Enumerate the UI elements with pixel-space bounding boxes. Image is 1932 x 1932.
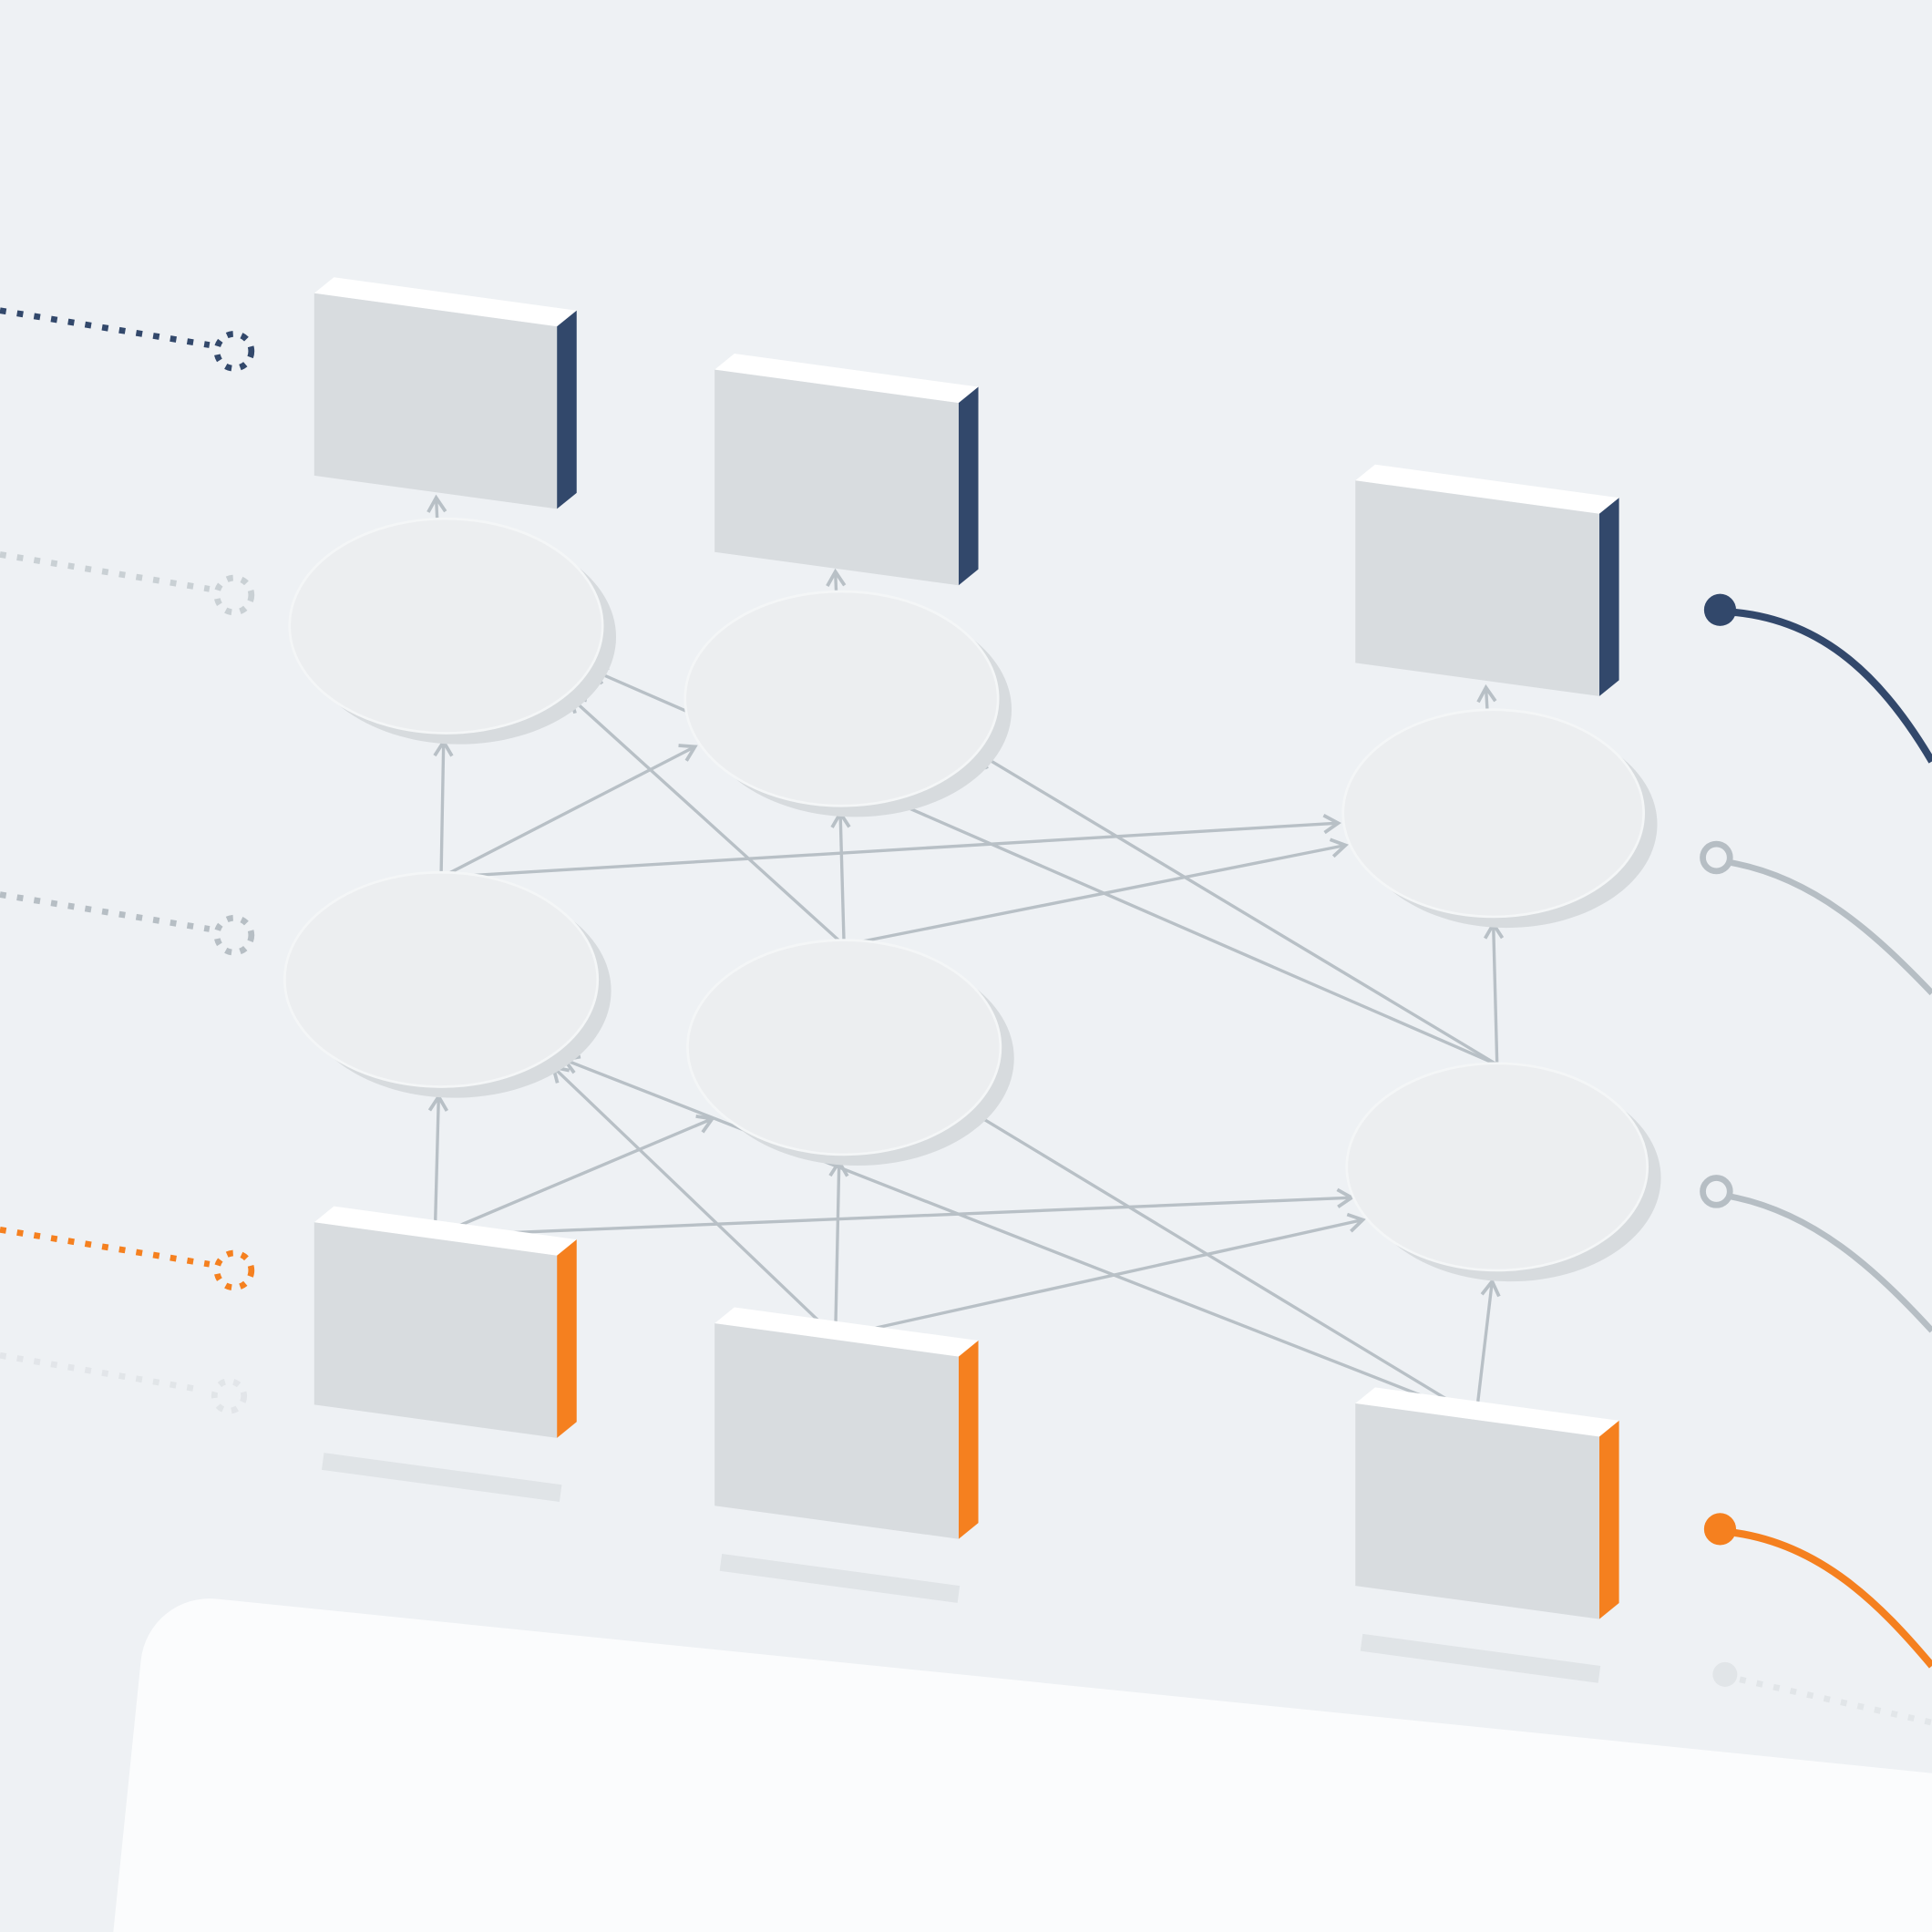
open-circle-icon <box>1700 840 1733 875</box>
connection-arrow <box>435 1187 1355 1238</box>
shadow-bar-2 <box>719 1554 961 1603</box>
dotted-line <box>0 891 211 932</box>
box-top-face <box>714 1307 979 1357</box>
output-box <box>1355 464 1619 696</box>
output-box <box>313 277 577 509</box>
right-callout-navy <box>1703 593 1932 764</box>
box-orange-edge <box>958 1341 979 1539</box>
node-face <box>1341 708 1645 919</box>
filled-dot-icon <box>1703 593 1737 626</box>
box-front-face <box>714 369 959 586</box>
connection-arrow <box>568 694 846 947</box>
hidden-node <box>288 517 617 745</box>
shadow-bar-3 <box>1360 1633 1601 1683</box>
box-navy-edge <box>958 386 979 586</box>
box-top-face <box>313 277 577 327</box>
open-circle-icon <box>1700 1175 1733 1208</box>
box-front-face <box>1355 1403 1599 1619</box>
dashed-circle-icon <box>213 574 255 616</box>
box-top-face <box>313 1206 577 1256</box>
node-face <box>683 590 1000 807</box>
right-callout-faint <box>1712 1661 1932 1726</box>
dashed-circle-icon <box>213 331 255 372</box>
left-callouts <box>0 307 255 1414</box>
connection-arrow <box>1483 920 1505 1065</box>
box-orange-edge <box>1598 1420 1619 1619</box>
hidden-layer-lower <box>283 870 1661 1282</box>
connection-arrow <box>968 1109 1477 1419</box>
filled-dot-icon <box>1712 1661 1738 1687</box>
left-callout-navy <box>0 307 255 372</box>
box-top-face <box>714 354 979 404</box>
box-front-face <box>313 1222 558 1438</box>
box-front-face <box>1355 480 1599 696</box>
hidden-node <box>686 939 1014 1166</box>
connection-arrow <box>1475 1278 1501 1418</box>
connection-arrow <box>440 813 1341 879</box>
input-box <box>714 1307 979 1539</box>
connection-arrow <box>434 1115 715 1238</box>
output-box <box>714 354 979 586</box>
left-callout-faint <box>0 1351 248 1414</box>
left-callout-light <box>0 551 255 616</box>
output-boxes <box>313 277 1619 696</box>
node-face <box>1345 1062 1649 1272</box>
dotted-line <box>0 551 211 592</box>
dashed-circle-icon <box>213 1249 255 1291</box>
node-face <box>288 517 604 735</box>
callout-curve <box>1734 608 1932 764</box>
box-navy-edge <box>1598 498 1619 696</box>
input-box <box>313 1206 577 1438</box>
right-callout-orange <box>1703 1513 1932 1669</box>
ground-shadows <box>321 1453 1601 1683</box>
connection-arrow <box>440 744 698 879</box>
box-orange-edge <box>557 1239 577 1438</box>
callout-curve <box>1729 859 1932 996</box>
hidden-layer-upper <box>288 517 1658 929</box>
dotted-line <box>0 1227 211 1268</box>
input-boxes <box>313 1206 1619 1619</box>
connection-arrow <box>560 1054 1477 1419</box>
hidden-node <box>1341 708 1658 929</box>
left-callout-orange <box>0 1227 255 1291</box>
left-callout-gray <box>0 891 255 956</box>
callout-curve <box>1729 1193 1932 1333</box>
connection-arrow <box>843 838 1349 947</box>
shadow-bar-1 <box>321 1453 562 1503</box>
connection-arrow <box>550 1064 837 1339</box>
connection-arrow <box>427 1093 449 1237</box>
connection-arrow <box>828 1158 849 1337</box>
node-face <box>283 870 600 1088</box>
node-face <box>686 939 1002 1156</box>
dashed-circle-icon <box>213 914 255 956</box>
right-callout-gray-1 <box>1700 840 1932 996</box>
callout-curve <box>1734 1528 1932 1669</box>
dotted-line <box>0 307 211 348</box>
hidden-node <box>283 870 611 1098</box>
connection-arrow <box>976 752 1498 1066</box>
connection-arrow <box>433 738 454 878</box>
right-callouts <box>1700 593 1932 1726</box>
hidden-node <box>683 590 1012 817</box>
box-navy-edge <box>557 310 577 509</box>
filled-dot-icon <box>1703 1513 1737 1546</box>
dashed-circle-icon <box>211 1378 248 1414</box>
right-callout-gray-2 <box>1700 1175 1932 1333</box>
connection-arrow <box>830 809 851 946</box>
box-top-face <box>1355 464 1619 514</box>
box-top-face <box>1355 1387 1619 1437</box>
connection-arrow <box>835 1212 1366 1339</box>
box-front-face <box>714 1323 959 1539</box>
input-box <box>1355 1387 1619 1619</box>
box-front-face <box>313 293 558 509</box>
hidden-node <box>1345 1062 1661 1282</box>
